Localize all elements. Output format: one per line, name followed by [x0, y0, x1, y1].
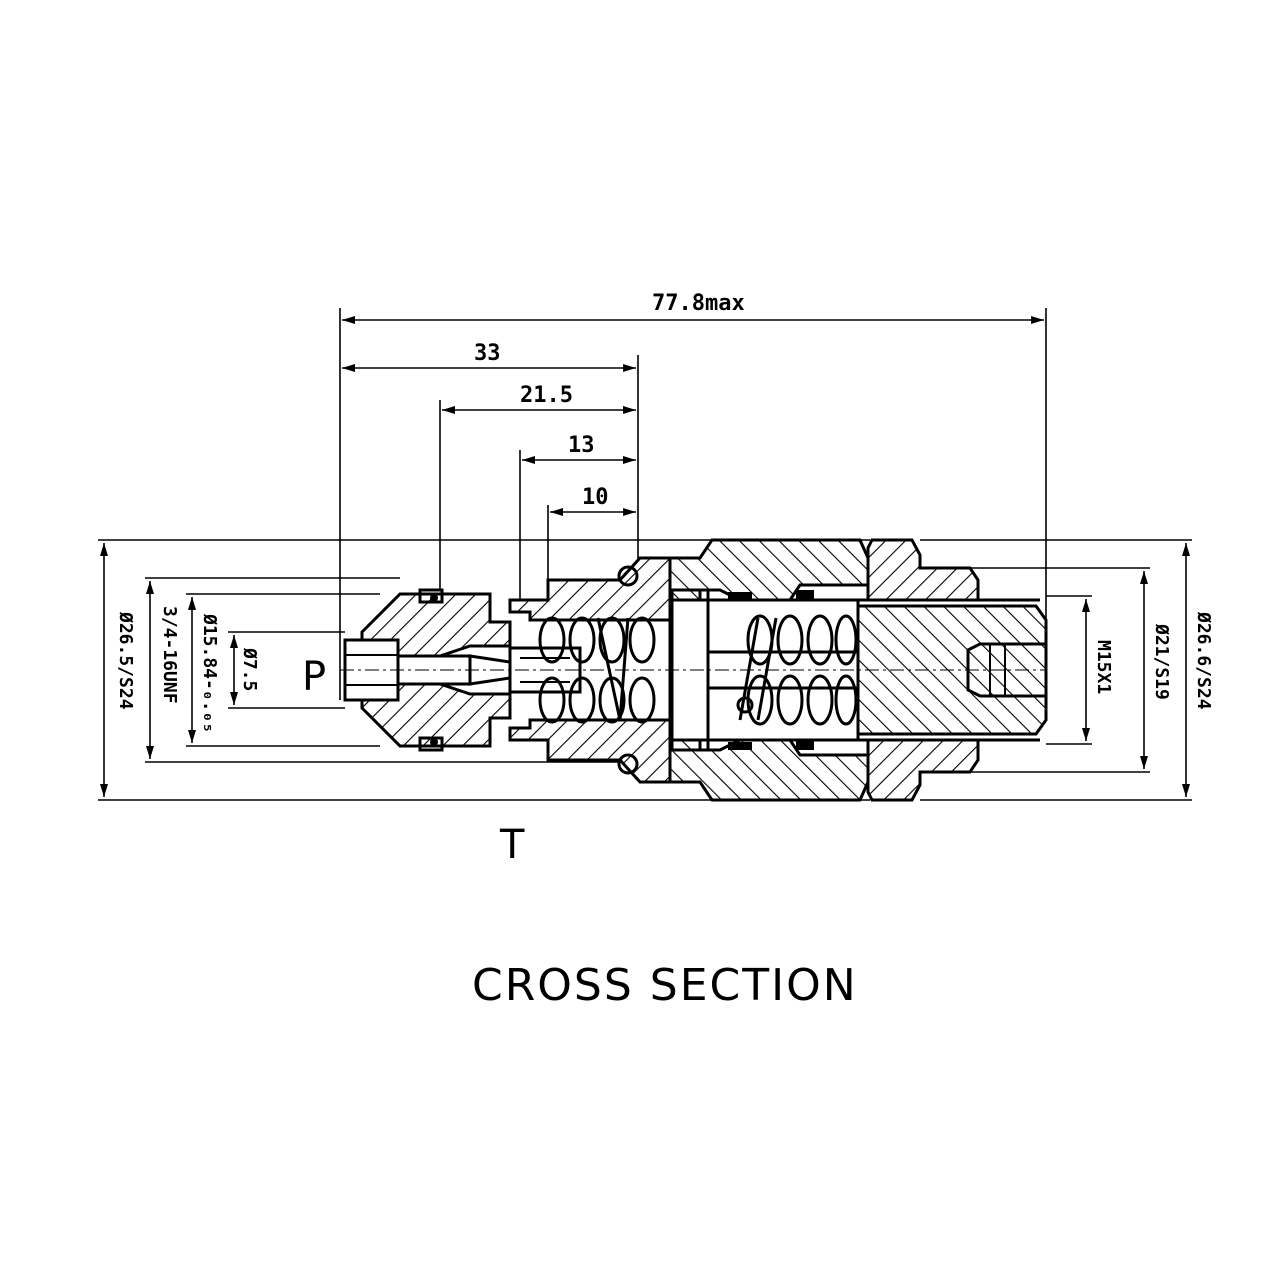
valve-cross-section: [340, 538, 1048, 802]
dim-13: 13: [568, 433, 595, 458]
spring-left: [538, 616, 656, 724]
dim-right-2: Ø21/S19: [1151, 623, 1172, 700]
top-dimensions: 77.8max 33 21.5 13 10: [339, 291, 1047, 700]
dim-left-3: Ø15.84-₀.₀₅: [199, 613, 220, 733]
dim-left-2: 3/4-16UNF: [159, 606, 180, 704]
right-dimensions: M15X1 Ø21/S19 Ø26.6/S24: [920, 539, 1214, 801]
dim-10: 10: [582, 485, 609, 510]
spring-right: [738, 614, 858, 726]
port-p-label: P: [302, 654, 326, 700]
adjusting-screw: [856, 604, 1048, 736]
dim-left-4: Ø7.5: [239, 647, 260, 691]
dim-33: 33: [474, 341, 501, 366]
dim-overall-length: 77.8max: [652, 291, 745, 316]
nut-lower: [866, 738, 980, 802]
dim-21-5: 21.5: [520, 383, 573, 408]
sleeve-upper: [508, 556, 672, 622]
nut-upper: [866, 538, 980, 602]
dim-right-1: M15X1: [1093, 640, 1114, 694]
dim-left-1: Ø26.5/S24: [115, 611, 136, 710]
sleeve-lower: [508, 718, 672, 784]
dim-right-3: Ø26.6/S24: [1193, 611, 1214, 710]
left-dimensions: Ø26.5/S24 3/4-16UNF Ø15.84-₀.₀₅ Ø7.5: [98, 539, 870, 801]
port-t-label: T: [499, 822, 525, 868]
drawing-title: CROSS SECTION: [472, 960, 858, 1011]
